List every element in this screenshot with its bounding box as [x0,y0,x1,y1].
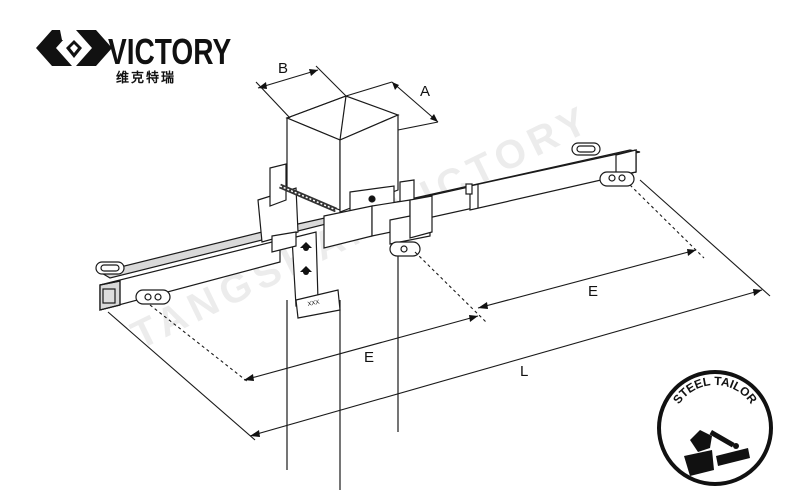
steel-tailor-badge: STEEL TAILOR [657,370,773,486]
slot-handle-right [599,171,635,187]
dimension-label-b: B [278,60,288,77]
slot-handle-left [135,289,171,305]
victory-logo-mark [36,30,112,66]
end-handle-right [571,142,601,156]
victory-logo: VICTORY 维克特瑞 [36,30,231,86]
clamp-assembly [257,163,433,319]
dimension-label-e-right: E [588,283,598,300]
welder-icon [684,429,750,476]
dimension-label-l: L [520,363,528,380]
logo-name: VICTORY [108,32,231,72]
dimension-label-a: A [420,83,430,100]
bracket-mark: XXX [307,300,320,308]
logo-name-cn: 维克特瑞 [116,70,176,86]
end-handle-left [95,261,125,275]
dimension-lines [107,65,771,441]
dimension-label-e-left: E [364,349,374,366]
